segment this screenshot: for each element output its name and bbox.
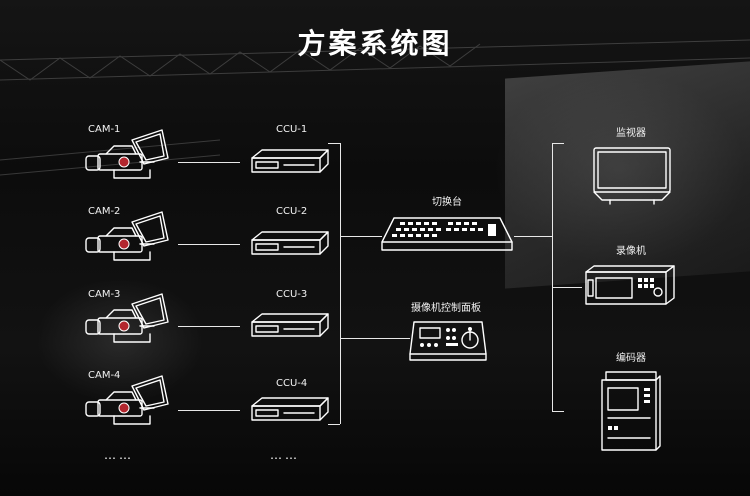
ccu-label-3: CCU-3 (276, 289, 308, 300)
outputs-bracket-bottom (552, 411, 564, 412)
video-recorder-icon (585, 265, 675, 305)
camera-control-panel-icon (409, 321, 487, 361)
cam-label-4: CAM-4 (88, 370, 121, 381)
recorder-label: 录像机 (616, 246, 646, 257)
bracket-bottom (328, 424, 340, 425)
ccu-unit-icon (251, 313, 329, 337)
link-bracket-panel (340, 338, 410, 339)
control-panel-label: 摄像机控制面板 (411, 303, 481, 314)
link-recorder (552, 287, 582, 288)
camera-icon (85, 129, 169, 179)
ccu-unit-icon (251, 397, 329, 421)
ccu-unit-icon (251, 231, 329, 255)
camera-ellipsis: …… (104, 448, 134, 462)
cam-label-1: CAM-1 (88, 124, 121, 135)
camera-icon (85, 293, 169, 343)
link-cam1-ccu1 (178, 162, 240, 163)
ccu-ellipsis: …… (270, 448, 300, 462)
monitor-icon (593, 147, 671, 205)
ccu-label-4: CCU-4 (276, 378, 308, 389)
link-cam4-ccu4 (178, 410, 240, 411)
page-title: 方案系统图 (297, 27, 453, 60)
encoder-icon (601, 371, 661, 451)
encoder-label: 编码器 (616, 353, 646, 364)
link-switcher-outputs (514, 236, 552, 237)
bracket-top (328, 143, 340, 144)
cam-label-2: CAM-2 (88, 206, 121, 217)
link-bracket-switcher (340, 236, 382, 237)
link-cam2-ccu2 (178, 244, 240, 245)
ccu-unit-icon (251, 149, 329, 173)
camera-icon (85, 375, 169, 425)
cam-label-3: CAM-3 (88, 289, 121, 300)
link-cam3-ccu3 (178, 326, 240, 327)
monitor-label: 监视器 (616, 128, 646, 139)
camera-icon (85, 211, 169, 261)
switcher-icon (381, 217, 513, 251)
bracket-vertical (340, 143, 341, 424)
ccu-label-2: CCU-2 (276, 206, 308, 217)
outputs-bracket-top (552, 143, 564, 144)
ccu-label-1: CCU-1 (276, 124, 308, 135)
outputs-bracket-vertical (552, 143, 553, 411)
switcher-label: 切换台 (432, 197, 462, 208)
